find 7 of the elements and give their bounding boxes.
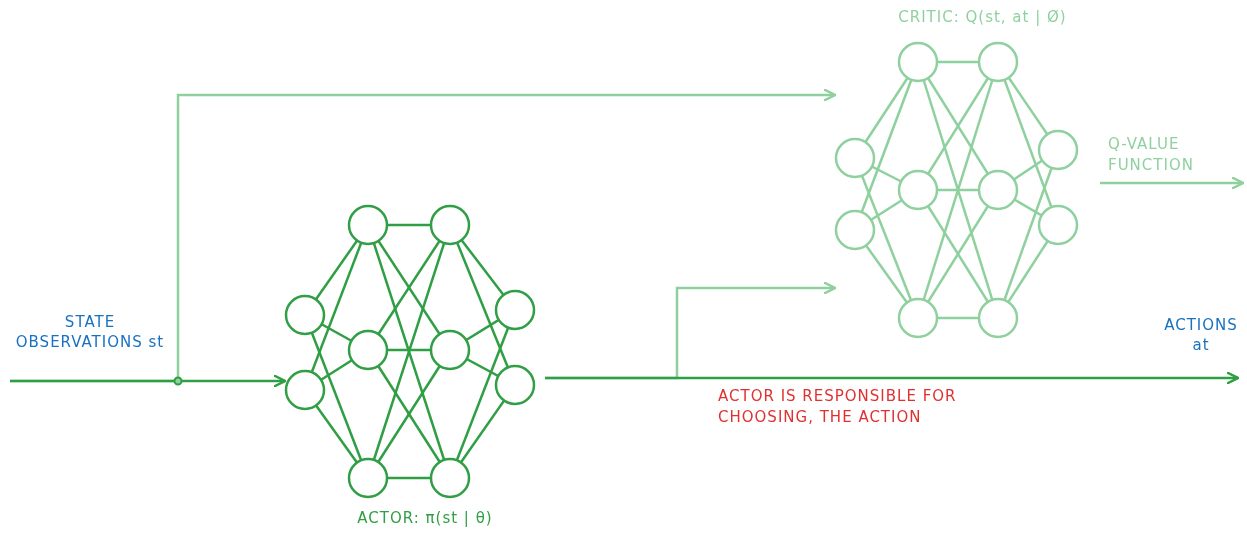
node-label: STATE OBSERVATIONS st <box>14 312 166 352</box>
arrow <box>545 371 1240 385</box>
arrow <box>1100 176 1245 190</box>
network-caption: CRITIC: Q(st, at | Ø) <box>897 7 1068 27</box>
arrow <box>10 374 287 388</box>
node-label: ACTIONS at <box>1163 315 1239 355</box>
network-caption: ACTOR: π(st | θ) <box>356 508 494 528</box>
